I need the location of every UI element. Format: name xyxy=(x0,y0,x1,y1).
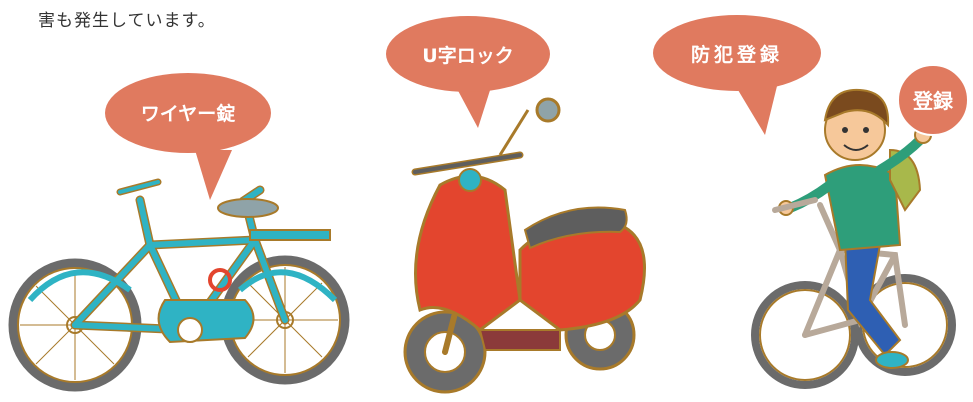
registration-sign: 登録 xyxy=(897,64,969,136)
speech-bubble-wire-lock: ワイヤー錠 xyxy=(105,73,271,200)
registration-sign-label: 登録 xyxy=(912,89,954,113)
crime-registration-label: 防犯登録 xyxy=(691,43,783,66)
u-lock-label: U字ロック xyxy=(422,44,513,67)
bicycle-illustration xyxy=(8,178,350,392)
wire-lock-label: ワイヤー錠 xyxy=(141,102,235,125)
speech-bubble-u-lock: U字ロック xyxy=(386,16,550,128)
scooter-illustration xyxy=(403,97,646,394)
rider-illustration xyxy=(751,88,956,389)
speech-bubble-crime-registration: 防犯登録 xyxy=(653,15,821,135)
intro-text: 害も発生しています。 xyxy=(38,11,216,31)
